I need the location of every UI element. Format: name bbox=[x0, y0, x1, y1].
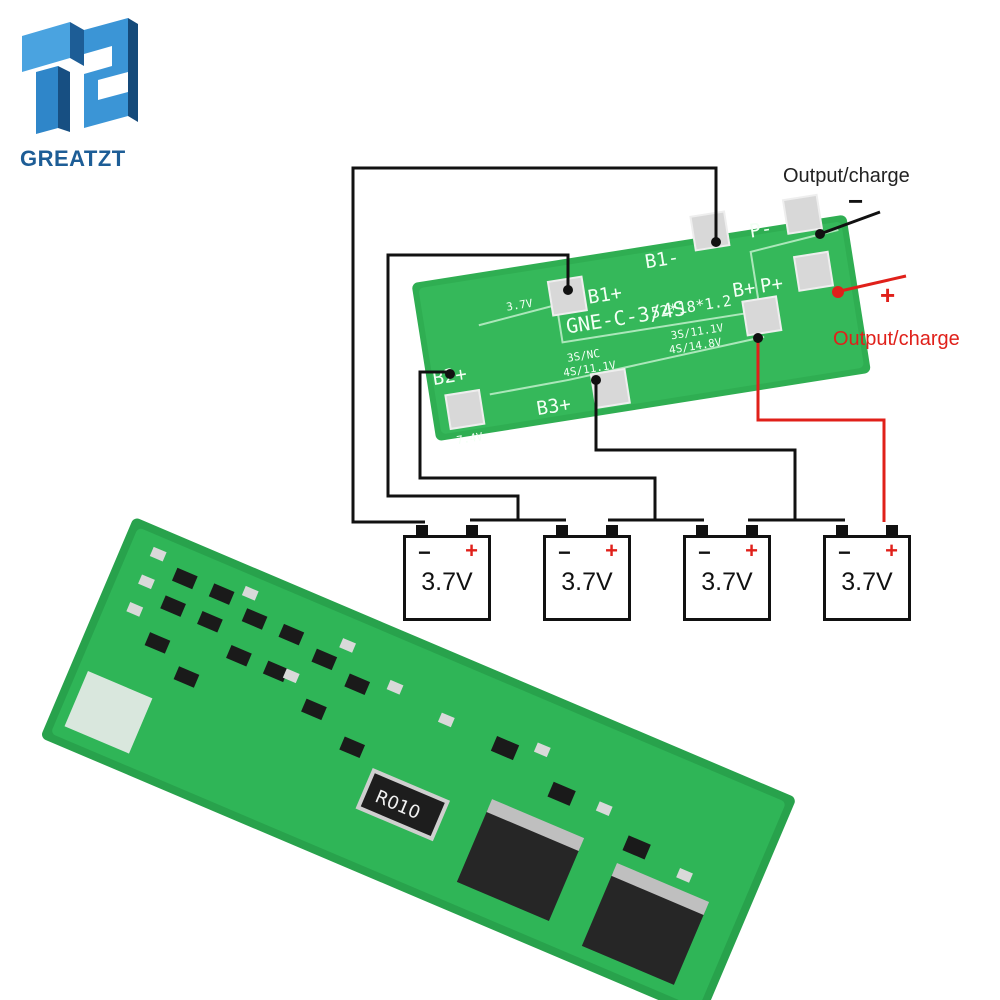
pad-p-minus bbox=[781, 193, 824, 235]
cell-minus: − bbox=[558, 540, 571, 565]
wire-b-plus bbox=[756, 338, 886, 522]
board-pad-p-plus: P+ bbox=[759, 272, 785, 297]
brand-logo bbox=[22, 18, 138, 134]
board-pad-b1-minus: B1- bbox=[643, 246, 680, 273]
cell-voltage: 3.7V bbox=[561, 568, 613, 596]
cell-plus: + bbox=[745, 538, 758, 563]
wire-out-minus bbox=[819, 210, 881, 236]
board-note-74: 7.4V bbox=[456, 430, 485, 447]
board-pad-p-minus: P- bbox=[748, 217, 774, 242]
output-charge-label-bottom: Output/charge bbox=[833, 328, 960, 350]
cell-minus: − bbox=[418, 540, 431, 565]
wire-b3-plus bbox=[594, 380, 797, 522]
cell-voltage: 3.7V bbox=[421, 568, 473, 596]
battery-cell: − + 3.7V bbox=[403, 525, 491, 621]
cell-voltage: 3.7V bbox=[701, 568, 753, 596]
cell-minus: − bbox=[698, 540, 711, 565]
shunt-resistor bbox=[355, 767, 451, 842]
brand-name: GREATZT bbox=[20, 146, 126, 171]
board-note-37: 3.7V bbox=[505, 297, 534, 314]
wire-out-plus bbox=[835, 274, 907, 294]
pad-p-plus bbox=[792, 250, 835, 292]
board-note-mid-a: 3S/NC bbox=[566, 347, 601, 365]
pad-b-plus bbox=[741, 295, 783, 337]
output-charge-label-top: Output/charge bbox=[783, 165, 910, 187]
output-minus-sign: − bbox=[848, 186, 864, 216]
output-plus-sign: + bbox=[880, 280, 896, 310]
pcb-photo: R010 bbox=[42, 518, 795, 1000]
board-pad-b3-plus: B3+ bbox=[535, 393, 572, 420]
pad-b2-plus bbox=[444, 388, 486, 431]
pad-b1-minus bbox=[689, 210, 731, 252]
board-pad-b-plus: B+ bbox=[731, 277, 757, 302]
battery-cell: − + 3.7V bbox=[543, 525, 631, 621]
cell-plus: + bbox=[465, 538, 478, 563]
cell-plus: + bbox=[885, 538, 898, 563]
battery-cell: − + 3.7V bbox=[683, 525, 771, 621]
wire-b2-plus bbox=[418, 370, 657, 522]
cell-minus: − bbox=[838, 540, 851, 565]
cell-voltage: 3.7V bbox=[841, 568, 893, 596]
cell-plus: + bbox=[605, 538, 618, 563]
battery-cell: − + 3.7V bbox=[823, 525, 911, 621]
board-pad-b1-plus: B1+ bbox=[586, 282, 623, 309]
pad-b1-plus bbox=[546, 275, 588, 317]
wire-b1-minus bbox=[351, 166, 718, 524]
